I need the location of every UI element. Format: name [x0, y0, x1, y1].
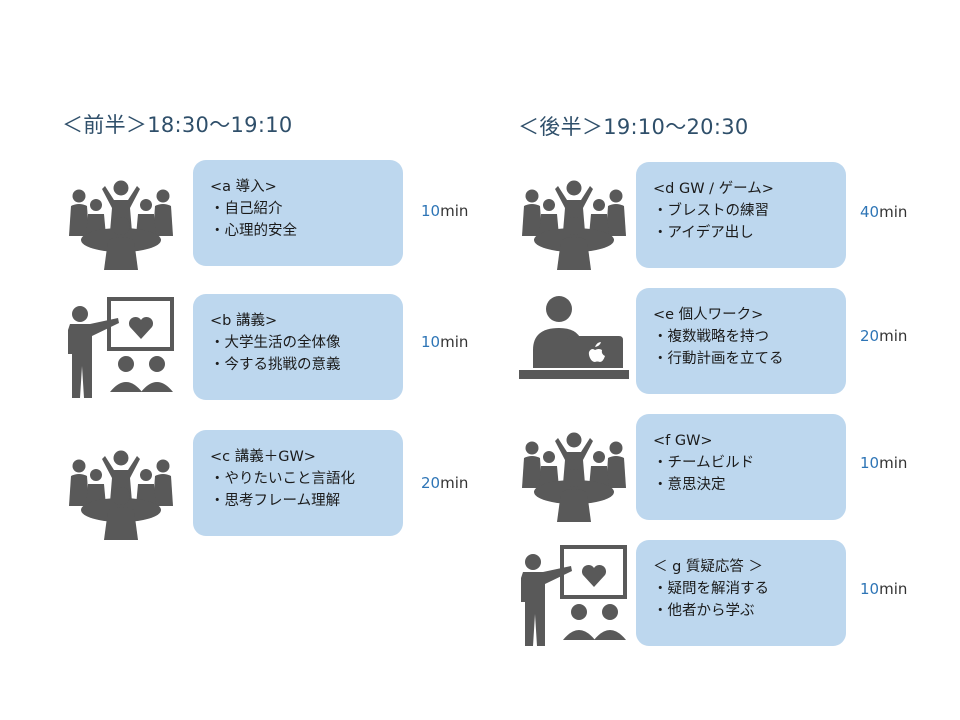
duration-value: 10: [421, 202, 441, 220]
session-duration: 10min: [421, 333, 468, 351]
presenter-icon: [62, 294, 180, 404]
duration-unit: min: [440, 333, 469, 351]
session-card-e: <e 個人ワーク> ・複数戦略を持つ ・行動計画を立てる: [636, 288, 846, 394]
session-card-g: ＜ g 質疑応答 ＞ ・疑問を解消する ・他者から学ぶ: [636, 540, 846, 646]
duration-value: 40: [860, 203, 880, 221]
session-item: ・心理的安全: [210, 223, 297, 239]
duration-unit: min: [440, 202, 469, 220]
session-title: <e 個人ワーク>: [653, 307, 764, 323]
laptop-worker-icon: [515, 292, 633, 402]
duration-value: 10: [421, 333, 441, 351]
session-item: ・今する挑戦の意義: [210, 357, 341, 373]
group-icon: [515, 166, 633, 276]
group-icon: [62, 436, 180, 546]
session-item: ・自己紹介: [210, 201, 283, 217]
session-title: <b 講義>: [210, 313, 278, 329]
duration-unit: min: [440, 474, 469, 492]
session-item: ・大学生活の全体像: [210, 335, 341, 351]
group-icon: [62, 166, 180, 276]
duration-unit: min: [879, 203, 908, 221]
session-title: <f GW>: [653, 433, 713, 449]
duration-value: 20: [421, 474, 441, 492]
duration-unit: min: [879, 454, 908, 472]
session-title: <a 導入>: [210, 179, 277, 195]
duration-unit: min: [879, 580, 908, 598]
session-item: ・ブレストの練習: [653, 203, 769, 219]
session-duration: 10min: [421, 202, 468, 220]
session-item: ・複数戦略を持つ: [653, 329, 769, 345]
session-card-a: <a 導入> ・自己紹介 ・心理的安全: [193, 160, 403, 266]
session-card-b: <b 講義> ・大学生活の全体像 ・今する挑戦の意義: [193, 294, 403, 400]
duration-value: 10: [860, 580, 880, 598]
session-duration: 20min: [860, 327, 907, 345]
group-icon: [515, 418, 633, 528]
presenter-icon: [515, 542, 633, 652]
session-item: ・思考フレーム理解: [210, 493, 341, 509]
session-item: ・他者から学ぶ: [653, 603, 755, 619]
section-title-second-half: ＜後半＞19:10～20:30: [518, 115, 749, 139]
session-item: ・疑問を解消する: [653, 581, 769, 597]
session-duration: 40min: [860, 203, 907, 221]
duration-value: 20: [860, 327, 880, 345]
session-card-c: <c 講義＋GW> ・やりたいこと言語化 ・思考フレーム理解: [193, 430, 403, 536]
session-title: <c 講義＋GW>: [210, 449, 316, 465]
session-title: ＜ g 質疑応答 ＞: [653, 559, 764, 575]
session-duration: 20min: [421, 474, 468, 492]
session-item: ・アイデア出し: [653, 225, 754, 241]
session-item: ・チームビルド: [653, 455, 755, 471]
session-duration: 10min: [860, 580, 907, 598]
session-card-f: <f GW> ・チームビルド ・意思決定: [636, 414, 846, 520]
session-item: ・やりたいこと言語化: [210, 471, 355, 487]
session-duration: 10min: [860, 454, 907, 472]
section-title-first-half: ＜前半＞18:30～19:10: [62, 113, 293, 137]
session-item: ・意思決定: [653, 477, 726, 493]
duration-unit: min: [879, 327, 908, 345]
session-item: ・行動計画を立てる: [653, 351, 784, 367]
session-title: <d GW / ゲーム>: [653, 181, 774, 197]
duration-value: 10: [860, 454, 880, 472]
session-card-d: <d GW / ゲーム> ・ブレストの練習 ・アイデア出し: [636, 162, 846, 268]
